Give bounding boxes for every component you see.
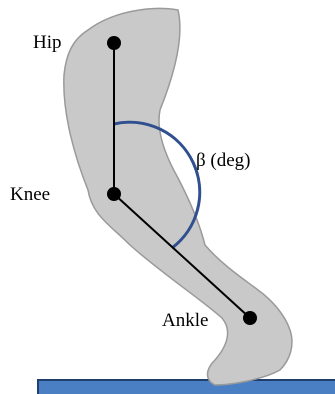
- hip-joint: [107, 36, 121, 50]
- angle-label: β (deg): [196, 150, 251, 171]
- ankle-label: Ankle: [162, 310, 208, 331]
- hip-label: Hip: [33, 32, 62, 53]
- ankle-joint: [243, 311, 257, 325]
- knee-joint: [107, 187, 121, 201]
- knee-label: Knee: [10, 184, 50, 205]
- floor-block: [38, 380, 335, 394]
